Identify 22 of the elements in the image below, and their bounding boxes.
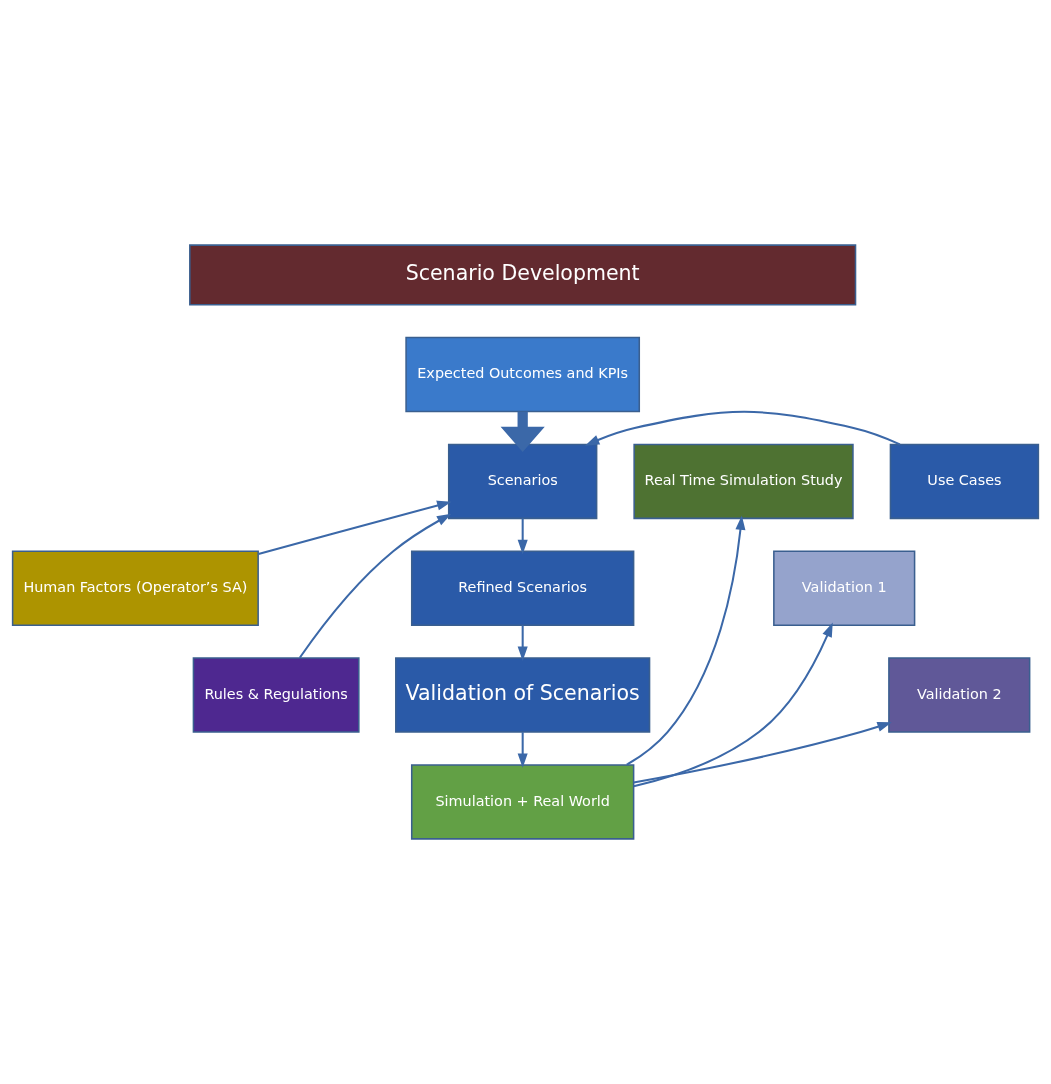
arrow [633, 622, 833, 788]
arrow [500, 411, 545, 453]
node-box: Validation of Scenarios [395, 657, 651, 733]
arrow [517, 518, 528, 555]
node-box: Human Factors (Operator’s SA) [11, 550, 259, 626]
arrow [517, 625, 528, 661]
arrow [517, 732, 528, 768]
arrow [626, 515, 746, 766]
node-box: Real Time Simulation Study [633, 443, 854, 520]
node-box: Validation 1 [773, 550, 916, 626]
node-box: Validation 2 [888, 657, 1031, 733]
arrow [258, 500, 452, 555]
node-box: Scenarios [447, 443, 598, 520]
arrow [584, 410, 901, 446]
node-box: Expected Outcomes and KPIs [405, 336, 641, 413]
node-box: Scenario Development [189, 244, 857, 306]
arrow [298, 513, 452, 659]
node-box: Refined Scenarios [410, 550, 635, 626]
arrow [633, 721, 892, 784]
node-box: Rules & Regulations [192, 657, 360, 733]
node-box: Use Cases [889, 443, 1040, 520]
node-box: Simulation + Real World [410, 764, 635, 840]
